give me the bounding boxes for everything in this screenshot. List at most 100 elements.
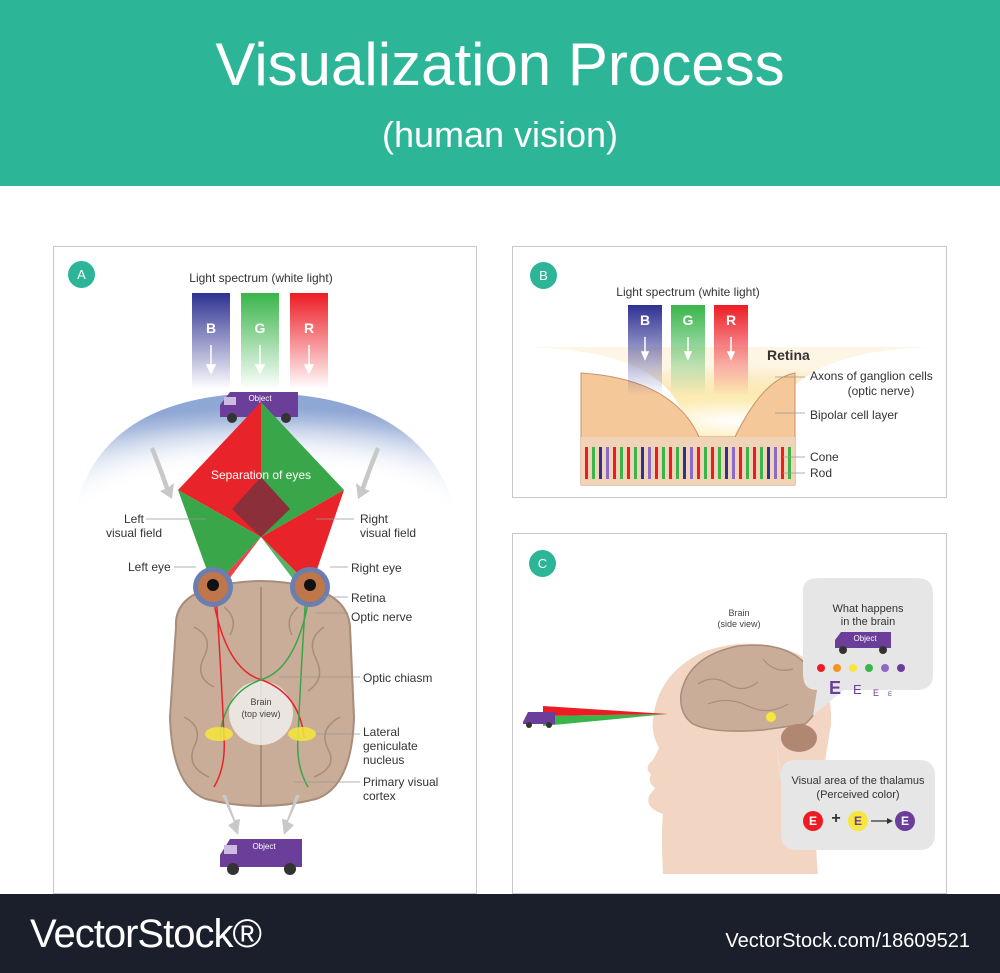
bar-label-b: B: [205, 320, 217, 336]
badge-b: B: [530, 262, 557, 289]
left-green-region: [178, 490, 261, 587]
lgn-label-line3: nucleus: [363, 753, 405, 767]
page-subtitle: (human vision): [381, 114, 619, 155]
van-object-bottom-icon: [220, 839, 302, 875]
optic-chiasm-label: Optic chiasm: [363, 671, 433, 685]
right-eye-label: Right eye: [351, 561, 402, 575]
photoreceptor-cell: [648, 447, 651, 479]
footer-bar: VectorStock® VectorStock.com/18609521: [0, 894, 1000, 973]
bipolar-label: Bipolar cell layer: [810, 408, 899, 422]
bubble-object-label: Object: [853, 634, 877, 643]
photoreceptor-cell: [613, 447, 616, 479]
photoreceptor-cell: [788, 447, 791, 479]
photoreceptor-cell: [669, 447, 672, 479]
photoreceptor-cell: [704, 447, 707, 479]
grey-arrows-bottom: [222, 795, 300, 835]
photoreceptor-cell: [620, 447, 623, 479]
right-visual-field-line1: Right: [360, 512, 389, 526]
visual-cortex-label-line2: cortex: [363, 789, 396, 803]
red-beam: [543, 706, 668, 716]
photoreceptor-cell: [725, 447, 728, 479]
lgn-label-line1: Lateral: [363, 725, 400, 739]
bar-label-g: G: [254, 320, 266, 336]
header-banner: Visualization Process (human vision): [0, 0, 1000, 186]
photoreceptor-cell: [606, 447, 609, 479]
right-lgn: [288, 727, 316, 741]
bubble-top-line2: in the brain: [840, 616, 896, 628]
brand-logo: VectorStock®: [30, 912, 262, 956]
photoreceptor-cell: [711, 447, 714, 479]
down-arrow-icons-b: [640, 337, 736, 361]
brain-center-highlight: [229, 681, 293, 745]
photoreceptor-cell: [676, 447, 679, 479]
lgn-label-line2: geniculate: [363, 739, 418, 753]
letter-e-small: E: [873, 688, 880, 698]
cerebellum: [781, 724, 817, 752]
photoreceptor-cell: [746, 447, 749, 479]
object-label-bottom: Object: [252, 842, 276, 851]
cone-rod-layer: [581, 437, 795, 485]
brain-top-label-line2: (top view): [241, 709, 281, 719]
spectrum-label-a: Light spectrum (white light): [189, 271, 333, 285]
badge-c: C: [529, 550, 556, 577]
van-bubble-icon: [835, 632, 891, 654]
left-eye-illustration: [193, 567, 233, 607]
photoreceptor-cells: [585, 447, 791, 479]
right-eye-illustration: [290, 567, 330, 607]
thalamus-highlight: [766, 712, 776, 722]
grey-arrows-top: [150, 447, 380, 499]
equation-plus: +: [831, 810, 841, 827]
brain-side-label-line1: Brain: [728, 608, 750, 618]
brain-side-label-line2: (side view): [717, 619, 761, 629]
right-red-region: [261, 490, 344, 587]
photoreceptor-cell: [683, 447, 686, 479]
photoreceptor-cell: [760, 447, 763, 479]
photoreceptor-cell: [641, 447, 644, 479]
object-label-top: Object: [248, 394, 272, 403]
van-object-c-icon: [523, 712, 555, 728]
letter-e-tiny: E: [888, 692, 893, 698]
panel-b-illustration: [527, 305, 933, 486]
photoreceptor-cell: [774, 447, 777, 479]
optic-pathways: [211, 591, 311, 788]
bar-label-b2: B: [639, 312, 651, 328]
cone-label: Cone: [810, 450, 839, 464]
equation-purple-circle: [895, 811, 915, 831]
left-visual-field-line1: Left: [123, 512, 144, 526]
axons-label-line1: Axons of ganglion cells: [810, 369, 933, 383]
photoreceptor-cell: [662, 447, 665, 479]
right-visual-field-line2: visual field: [360, 526, 417, 540]
photoreceptor-cell: [718, 447, 721, 479]
brain-top-label-line1: Brain: [250, 697, 272, 707]
photoreceptor-cell: [592, 447, 595, 479]
leader-lines-b: [775, 376, 805, 474]
retina-title: Retina: [767, 347, 810, 363]
equation-e-red: E: [808, 814, 817, 828]
photoreceptor-cell: [739, 447, 742, 479]
leader-lines: [146, 518, 360, 783]
panel-b: B Light spectrum (white light) B G R Ret…: [512, 246, 947, 498]
separation-label: Separation of eyes: [210, 468, 312, 482]
axons-label-line2: (optic nerve): [847, 384, 915, 398]
brain-side-folds: [697, 658, 794, 712]
bar-label-g2: G: [682, 312, 694, 328]
equation-e-purple: E: [900, 814, 909, 828]
photoreceptor-cell: [690, 447, 693, 479]
panel-a: A Light spectrum (white light) B G R Obj…: [53, 246, 477, 894]
bubble-bottom-line2: (Perceived color): [816, 789, 900, 801]
photoreceptor-cell: [599, 447, 602, 479]
photoreceptor-cell: [767, 447, 770, 479]
down-arrow-icons: [205, 345, 315, 375]
panel-c-illustration: [523, 578, 935, 874]
rod-label: Rod: [810, 466, 833, 480]
equation-yellow-circle: [848, 811, 868, 831]
page-title: Visualization Process: [215, 31, 785, 98]
panel-a-illustration: [70, 293, 462, 875]
photoreceptor-cell: [732, 447, 735, 479]
photoreceptor-cell: [781, 447, 784, 479]
photoreceptor-cell: [753, 447, 756, 479]
green-beam: [543, 714, 668, 726]
visual-cortex-label-line1: Primary visual: [363, 775, 439, 789]
equation-red-circle: [803, 811, 823, 831]
retina-label-a: Retina: [351, 591, 386, 605]
